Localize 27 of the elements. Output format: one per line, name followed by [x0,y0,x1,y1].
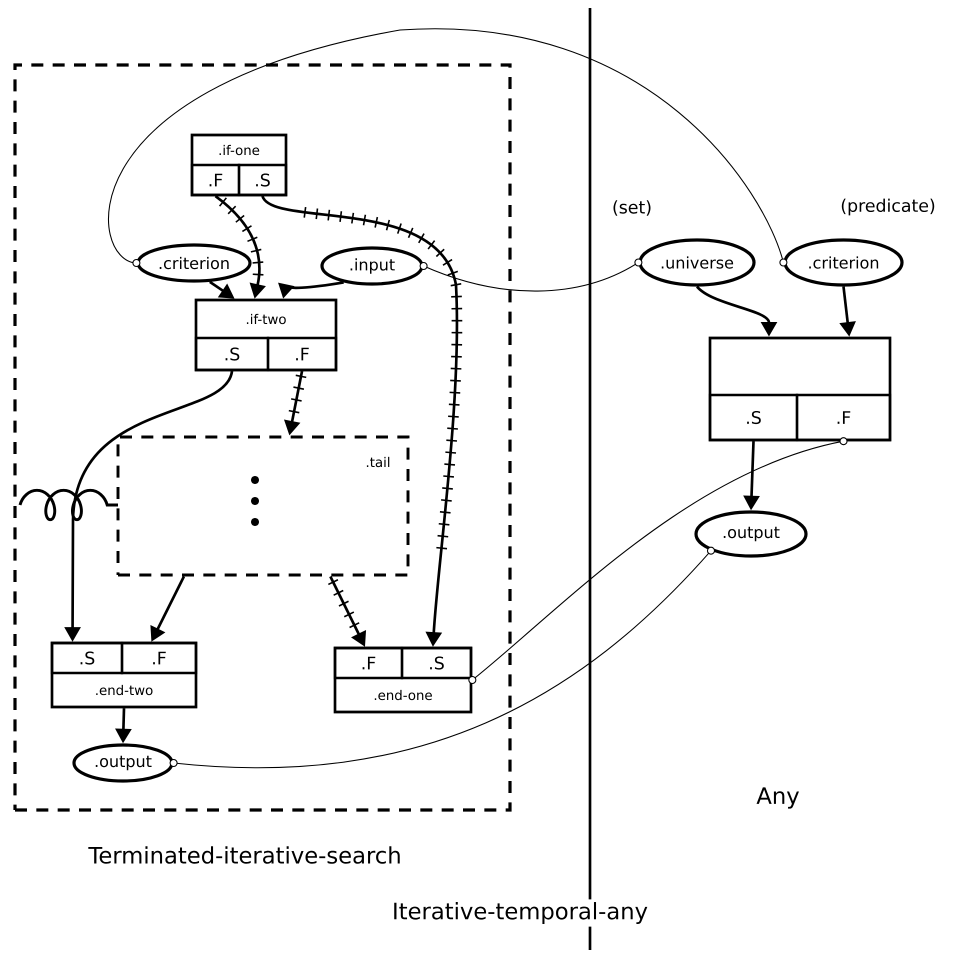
connector-line [420,258,642,292]
port-oval: .output [72,743,174,783]
frame-title: Terminated-iterative-search [88,846,400,864]
panel-label: Any [756,787,799,809]
port-oval: .output [694,510,808,558]
slot-cell: .F [190,164,240,196]
slot-cell: .S [238,164,288,196]
slot-cell: .F [120,642,198,674]
slot-cell: .F [266,336,338,372]
caption: Iterative-temporal-any [389,899,651,927]
port-oval: .criterion [136,243,252,283]
connector-line [468,437,848,684]
slot-cell: .F [334,646,404,680]
connector-line [170,546,716,768]
port-oval: .input [320,246,424,286]
slot-cell: .S [194,336,270,372]
connector-line [108,28,788,268]
slot-cell: .S [50,642,124,674]
slot-cell: .S [708,394,798,442]
type-label: (set) [613,200,650,216]
record-box [708,336,892,442]
slot-cell: .S [400,646,472,680]
type-label: (predicate) [842,198,934,216]
slot-cell: .F [796,394,892,442]
dashed-box: .tail [116,436,410,576]
port-oval: .universe [638,238,756,287]
port-oval: .criterion [783,238,904,287]
